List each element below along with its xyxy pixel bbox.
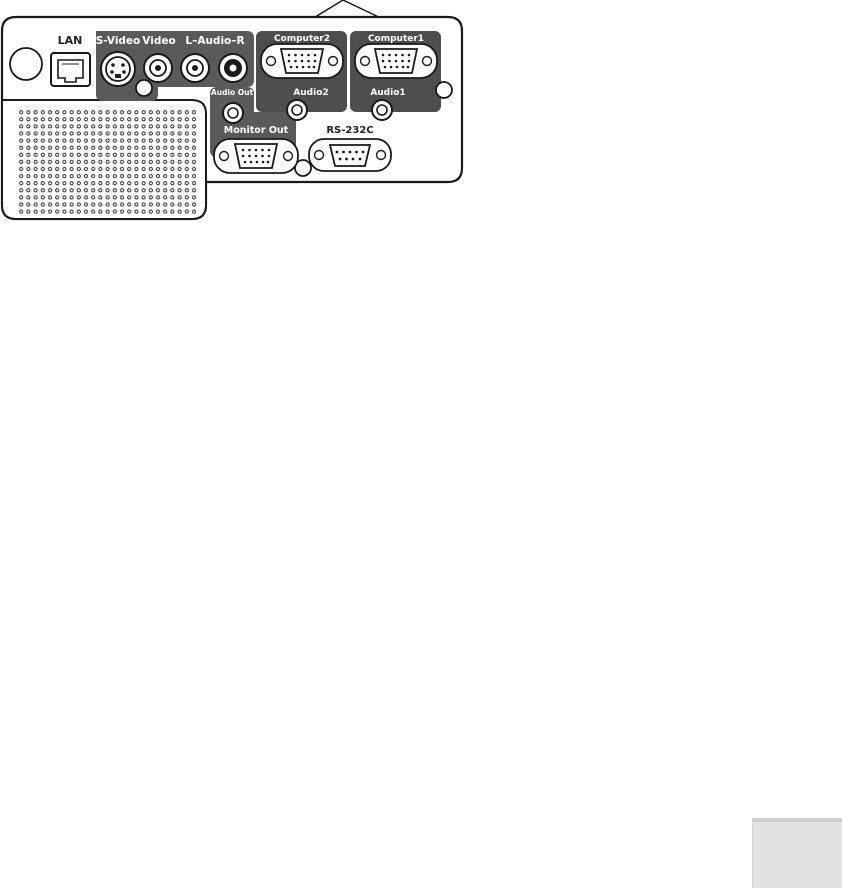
- mounting-holes: [9, 47, 453, 177]
- computer1-label: Computer1: [368, 34, 424, 44]
- lan-port[interactable]: [50, 52, 91, 87]
- s-video-label: S-Video: [96, 35, 141, 47]
- audio2-port[interactable]: [286, 99, 308, 121]
- audio2-label: Audio2: [293, 88, 328, 98]
- video-label: Video: [142, 35, 175, 47]
- audio-left-port[interactable]: [180, 53, 210, 83]
- left-round-button: [9, 47, 43, 81]
- lan-label: LAN: [58, 34, 83, 47]
- s-video-port[interactable]: [100, 51, 136, 87]
- screw-hole: [435, 81, 453, 99]
- video-port[interactable]: [143, 53, 173, 83]
- computer1-port[interactable]: [354, 43, 438, 79]
- audio1-port[interactable]: [371, 99, 393, 121]
- screw-hole: [294, 159, 312, 177]
- monitor-out-label: Monitor Out: [224, 125, 289, 136]
- page-tab: [752, 818, 842, 888]
- screw-hole: [135, 79, 153, 97]
- speaker-grille: [1, 99, 207, 220]
- audio-out-label: Audio Out: [211, 88, 254, 97]
- speaker-grille-holes: [18, 109, 198, 215]
- audio-right-port[interactable]: [218, 53, 248, 83]
- av-label-block: [96, 31, 254, 101]
- monitor-out-port[interactable]: [213, 138, 299, 174]
- rs232c-label: RS-232C: [326, 125, 373, 136]
- rs232c-port[interactable]: [308, 138, 392, 172]
- l-audio-r-label: L–Audio–R: [185, 35, 244, 47]
- computer2-label: Computer2: [274, 34, 330, 44]
- computer2-port[interactable]: [260, 43, 344, 79]
- page-tab-edge: [753, 818, 842, 822]
- audio1-label: Audio1: [370, 88, 405, 98]
- audio-out-port[interactable]: [222, 102, 244, 124]
